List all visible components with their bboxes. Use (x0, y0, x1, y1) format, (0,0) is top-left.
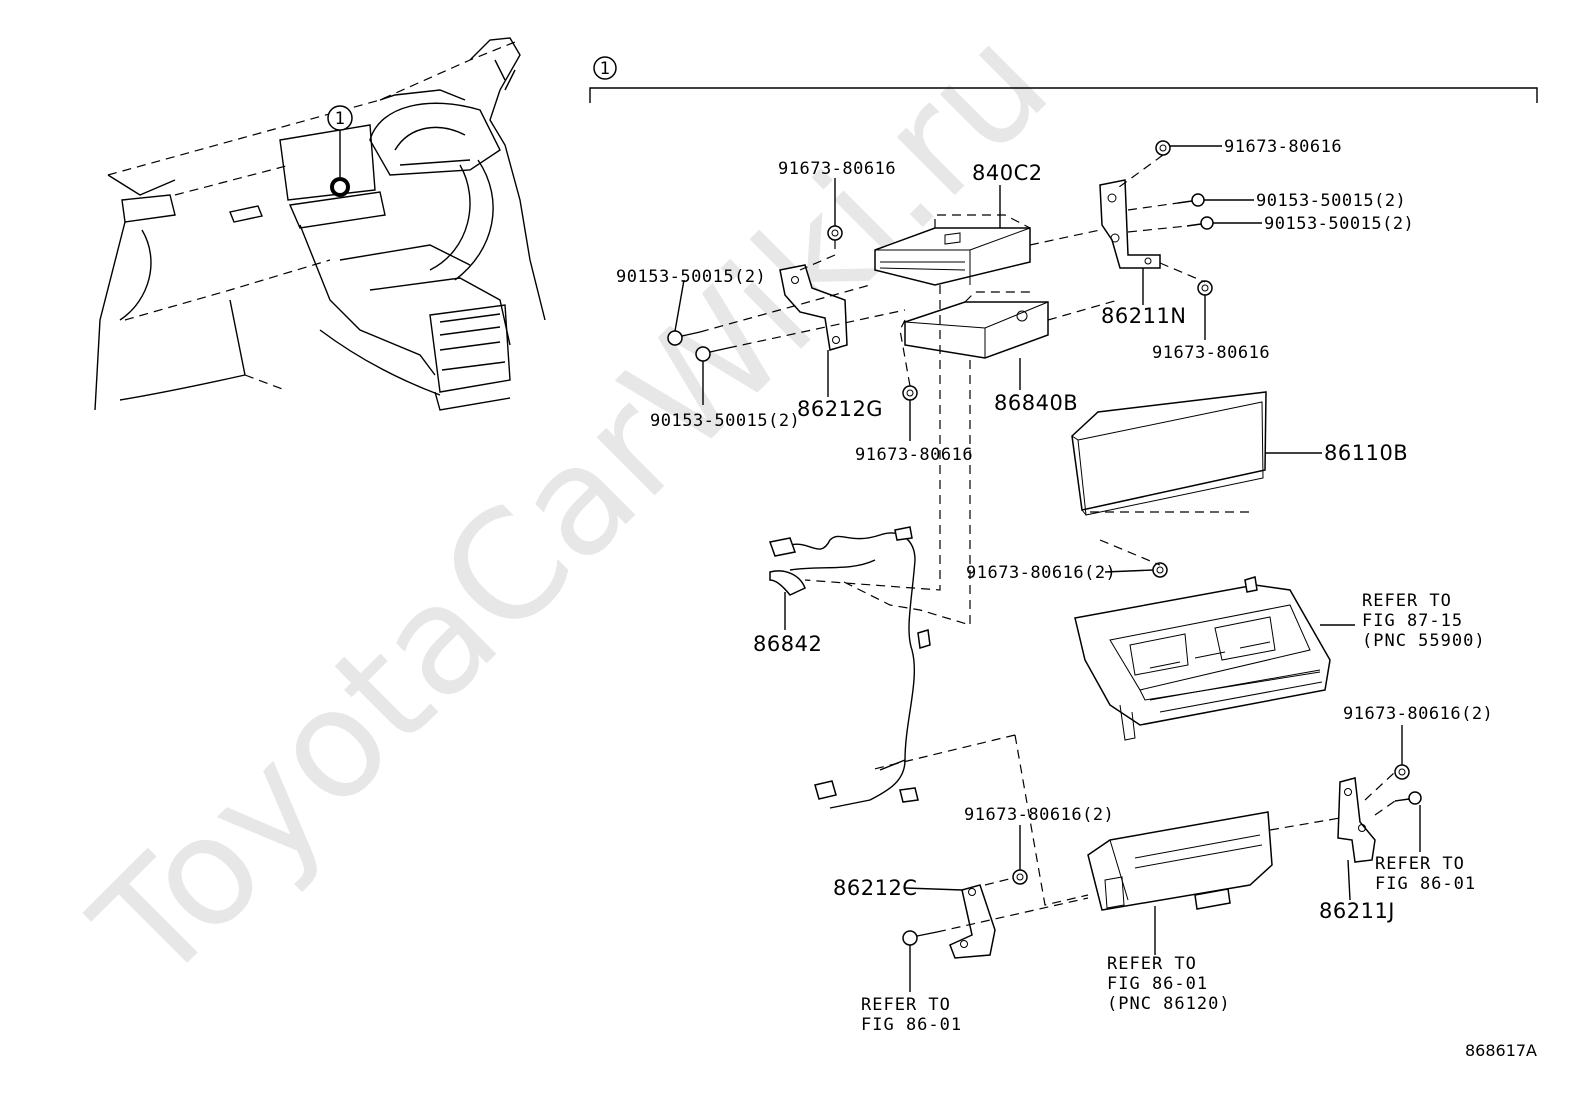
group-callout-number: 1 (600, 59, 611, 79)
nut-icon (1012, 869, 1028, 885)
part-86211J-bracket (1337, 777, 1376, 863)
assembly-lines (699, 154, 1396, 933)
part-86110B-display (1071, 391, 1267, 516)
part-86211N-bracket (1099, 179, 1161, 269)
fastener-label: 91673-80616 (1224, 137, 1342, 157)
refer-to-label: FIG 86-01 (1107, 974, 1208, 994)
nut-icon (1152, 562, 1168, 578)
fastener-label: 91673-80616 (855, 445, 973, 465)
refer-to-label: FIG 86-01 (1375, 874, 1476, 894)
part-label-86211J: 86211J (1319, 899, 1395, 923)
bolt-icon (1177, 193, 1205, 207)
refer-to-label: FIG 87-15 (1362, 611, 1463, 631)
refer-to-label: FIG 86-01 (861, 1015, 962, 1035)
group-bracket: 1 (589, 56, 1538, 103)
part-label-86212G: 86212G (797, 397, 883, 421)
refer-to-label: REFER TO (1362, 591, 1452, 611)
refer-to-label: (PNC 86120) (1107, 994, 1231, 1014)
part-label-86211N: 86211N (1101, 304, 1187, 328)
fastener-icons (667, 140, 1422, 946)
fastener-label: 90153-50015(2) (650, 411, 800, 431)
part-label-86110B: 86110B (1324, 441, 1408, 465)
callout-circle-icon (327, 105, 353, 131)
refer-to-label: REFER TO (1375, 854, 1465, 874)
nut-icon (1155, 140, 1171, 156)
part-86840B-unit (904, 291, 1049, 359)
part-label-86842: 86842 (753, 632, 822, 656)
fastener-label: 91673-80616 (778, 159, 896, 179)
dashboard-overview: 1 (94, 37, 546, 411)
refer-to-label: REFER TO (1107, 954, 1197, 974)
part-840C2-unit (874, 214, 1031, 286)
figure-code: 868617A (1465, 1041, 1537, 1060)
part-lower-unit (1087, 811, 1273, 911)
fastener-label: 91673-80616 (1152, 343, 1270, 363)
bolt-icon (902, 930, 938, 946)
fastener-label: 90153-50015(2) (616, 267, 766, 287)
part-label-86840B: 86840B (994, 391, 1078, 415)
group-callout-icon (593, 56, 617, 80)
fastener-label: 91673-80616(2) (1343, 704, 1493, 724)
bolt-icon (1186, 216, 1214, 230)
fastener-label: 91673-80616(2) (966, 563, 1116, 583)
part-label-86212C: 86212C (833, 876, 917, 900)
part-86842-harness (769, 526, 931, 809)
watermark-text: ToyotaCarWiki.ru (62, 0, 1082, 1016)
nut-icon (1197, 280, 1213, 296)
nut-icon (827, 225, 843, 241)
leader-lines (674, 145, 1421, 992)
bolt-icon (1394, 791, 1422, 805)
part-label-840C2: 840C2 (972, 161, 1043, 185)
part-86212C-bracket (949, 884, 996, 959)
fastener-label: 90153-50015(2) (1256, 191, 1406, 211)
part-86212G-bracket (779, 264, 848, 351)
part-climate-panel (1074, 576, 1331, 741)
refer-to-label: (PNC 55900) (1362, 631, 1486, 651)
refer-to-label: REFER TO (861, 995, 951, 1015)
labels: 91673-80616 840C2 91673-80616 90153-5001… (616, 137, 1537, 1060)
nut-icon (902, 385, 918, 401)
callout-number: 1 (335, 109, 346, 129)
fastener-label: 91673-80616(2) (964, 805, 1114, 825)
nut-icon (1394, 764, 1410, 780)
fastener-label: 90153-50015(2) (1264, 214, 1414, 234)
